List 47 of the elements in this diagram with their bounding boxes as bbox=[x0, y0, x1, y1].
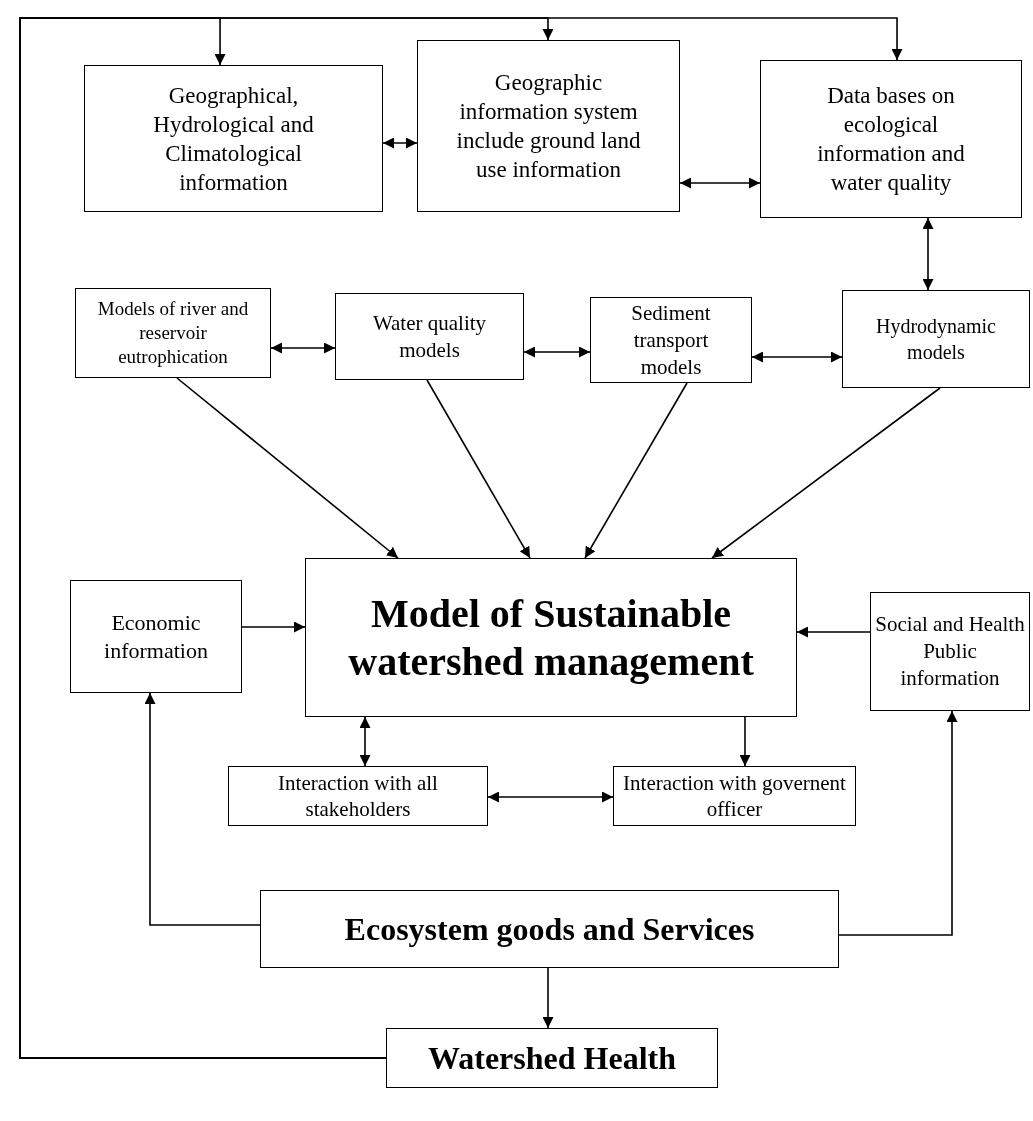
arrow bbox=[523, 346, 591, 358]
arrow bbox=[359, 716, 371, 767]
arrow bbox=[270, 342, 336, 354]
process-box bbox=[417, 40, 680, 212]
arrow bbox=[922, 217, 934, 291]
box-label: Interaction with all stakeholders bbox=[277, 770, 439, 822]
arrow bbox=[426, 379, 531, 559]
box-label: Geographic information system include ground land use information bbox=[455, 69, 642, 184]
box-label: Social and Health Public information bbox=[875, 611, 1025, 692]
box-label: Geographical, Hydrological and Climatological information bbox=[152, 81, 315, 197]
box-label: Hydrodynamic models bbox=[875, 314, 997, 365]
process-box bbox=[70, 580, 242, 693]
arrow bbox=[796, 626, 871, 638]
process-box bbox=[335, 293, 524, 380]
arrow bbox=[382, 137, 418, 149]
box-label: Interaction with governent officer bbox=[622, 770, 847, 822]
arrow bbox=[751, 351, 843, 363]
arrow bbox=[584, 382, 688, 559]
arrow bbox=[176, 377, 399, 559]
arrow bbox=[679, 177, 761, 189]
arrow bbox=[241, 621, 306, 633]
process-box bbox=[305, 558, 797, 717]
process-box bbox=[386, 1028, 718, 1088]
process-box bbox=[228, 766, 488, 826]
box-label: Models of river and reservoir eutrophication bbox=[96, 297, 250, 369]
box-label: Economic information bbox=[103, 608, 209, 665]
box-label: Ecosystem goods and Services bbox=[344, 910, 755, 948]
arrow bbox=[19, 17, 903, 1059]
box-label: Water quality models bbox=[371, 309, 488, 364]
arrow bbox=[838, 710, 958, 936]
arrow bbox=[542, 967, 554, 1029]
process-box bbox=[760, 60, 1022, 218]
box-label: Model of Sustainable watershed management bbox=[347, 589, 755, 686]
box-label: Sediment transport models bbox=[630, 299, 712, 381]
arrow bbox=[487, 791, 614, 803]
box-label: Watershed Health bbox=[428, 1039, 676, 1077]
process-box bbox=[613, 766, 856, 826]
arrow bbox=[144, 692, 261, 926]
process-box bbox=[84, 65, 383, 212]
process-box bbox=[260, 890, 839, 968]
arrow bbox=[739, 716, 751, 767]
process-box bbox=[75, 288, 271, 378]
box-label: Data bases on ecological information and water quality bbox=[816, 82, 966, 197]
process-box bbox=[590, 297, 752, 383]
process-box bbox=[842, 290, 1030, 388]
arrow bbox=[711, 387, 941, 559]
process-box bbox=[870, 592, 1030, 711]
